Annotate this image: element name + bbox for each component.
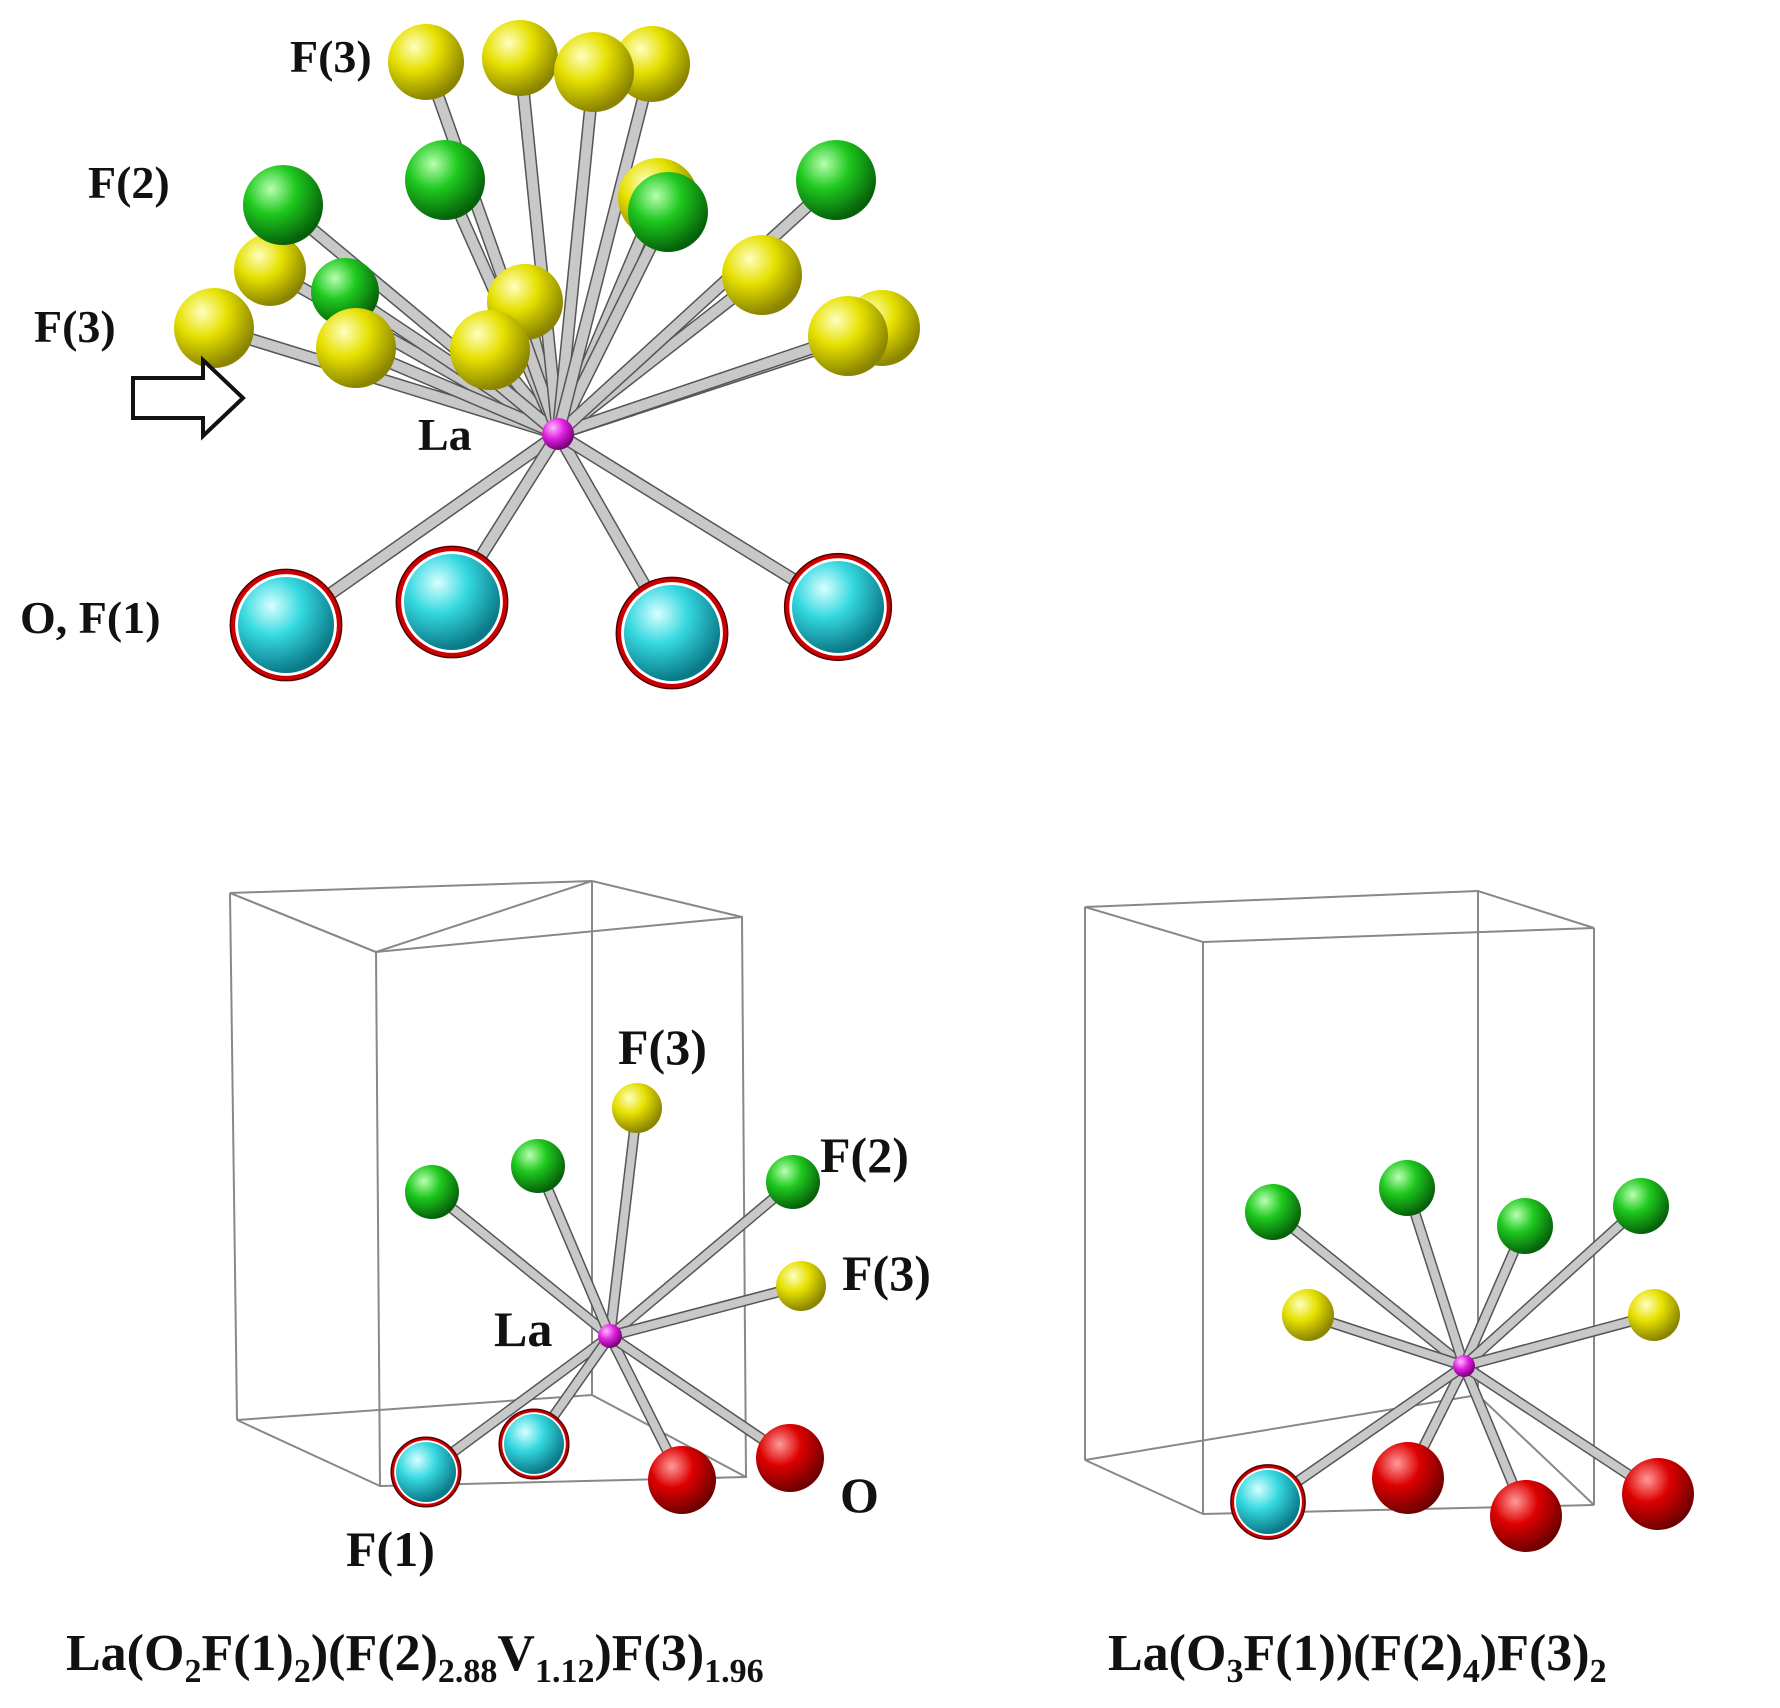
- atom-o: [756, 1424, 824, 1492]
- atom-f3: [722, 235, 802, 315]
- atom-f2: [1245, 1184, 1301, 1240]
- bond: [534, 1162, 614, 1340]
- bond: [515, 53, 563, 439]
- atom-f1: [1236, 1470, 1300, 1534]
- label-f3-mid: F(3): [34, 301, 116, 352]
- bond-group: [420, 1102, 807, 1486]
- panel-top-coordination: F(3) F(2) F(3) La O, F(1): [20, 20, 920, 690]
- atom-o: [1490, 1480, 1562, 1552]
- unit-cell-box: [1084, 889, 1595, 1515]
- atom-f2: [766, 1155, 820, 1209]
- label-la: La: [418, 409, 472, 460]
- label-f3-right: F(3): [842, 1245, 931, 1301]
- atom-f3: [482, 20, 558, 96]
- bond: [1269, 1208, 1468, 1370]
- atom-group: [390, 1083, 826, 1514]
- atom-f3: [1282, 1289, 1334, 1341]
- label-f2: F(2): [820, 1127, 909, 1183]
- bond: [606, 1282, 805, 1340]
- atom-group: [1230, 1160, 1694, 1552]
- atom-o: [1372, 1442, 1444, 1514]
- atom-f2: [796, 140, 876, 220]
- atom-la: [598, 1324, 622, 1348]
- label-f3-top: F(3): [290, 31, 372, 82]
- formula-right: La(O3F(1))(F(2)4)F(3)2: [1108, 1625, 1607, 1690]
- atom-f2: [1613, 1178, 1669, 1234]
- atom-f1: [238, 577, 334, 673]
- atom-f2: [1497, 1198, 1553, 1254]
- bond: [553, 207, 673, 439]
- atom-f2: [628, 172, 708, 252]
- bond: [606, 1178, 797, 1340]
- bond: [606, 1104, 641, 1340]
- atom-group: [174, 20, 920, 690]
- atom-la: [1453, 1355, 1475, 1377]
- atom-f2: [243, 165, 323, 245]
- atom-f3: [450, 310, 530, 390]
- atom-f3: [1628, 1289, 1680, 1341]
- bond: [606, 1332, 794, 1462]
- atom-f3: [614, 26, 690, 102]
- label-f3-top: F(3): [618, 1019, 707, 1075]
- atom-f3: [388, 24, 464, 100]
- atom-f2: [405, 1165, 459, 1219]
- bond-group: [207, 51, 889, 640]
- atom-f2: [1379, 1160, 1435, 1216]
- bond: [421, 57, 563, 439]
- bond: [1304, 1311, 1468, 1370]
- atom-la: [542, 418, 574, 450]
- atom-o: [1622, 1458, 1694, 1530]
- bond: [553, 59, 657, 439]
- bond: [553, 331, 853, 439]
- unit-cell-box: [229, 880, 748, 1488]
- label-f1: F(1): [346, 1521, 435, 1577]
- atom-f1: [624, 585, 720, 681]
- atom-f1: [504, 1414, 564, 1474]
- atom-f3: [776, 1261, 826, 1311]
- atom-f1: [404, 554, 500, 650]
- atom-f2: [511, 1139, 565, 1193]
- atom-f3: [174, 288, 254, 368]
- bond: [553, 429, 843, 612]
- bond: [428, 1188, 614, 1340]
- panel-left-unit-cell: F(3) F(2) F(3) La O F(1) La(O2F(1)2)(F(2…: [66, 880, 931, 1690]
- bond-group: [1262, 1182, 1664, 1522]
- atom-o: [648, 1446, 716, 1514]
- atom-f1: [792, 561, 884, 653]
- right-arrow-icon: [131, 355, 246, 441]
- atom-f3: [554, 32, 634, 112]
- label-f2: F(2): [88, 157, 170, 208]
- label-o: O: [840, 1467, 879, 1523]
- atom-f3: [808, 296, 888, 376]
- bond: [278, 200, 563, 439]
- atom-f1: [396, 1442, 456, 1502]
- atom-f2: [405, 140, 485, 220]
- atom-f3: [234, 234, 306, 306]
- bond: [1460, 1311, 1658, 1370]
- panel-right-unit-cell: La(O3F(1))(F(2)4)F(3)2: [1084, 889, 1694, 1690]
- label-la: La: [494, 1301, 552, 1357]
- label-o-f1: O, F(1): [20, 592, 161, 643]
- atom-f3: [612, 1083, 662, 1133]
- bond: [553, 175, 841, 439]
- formula-left: La(O2F(1)2)(F(2)2.88V1.12)F(3)1.96: [66, 1625, 764, 1690]
- bond: [422, 1332, 614, 1476]
- bond: [1264, 1362, 1468, 1506]
- bond: [1460, 1362, 1662, 1498]
- atom-f3: [316, 308, 396, 388]
- bond: [1403, 1184, 1468, 1370]
- bond: [553, 67, 599, 439]
- bond: [1460, 1202, 1645, 1370]
